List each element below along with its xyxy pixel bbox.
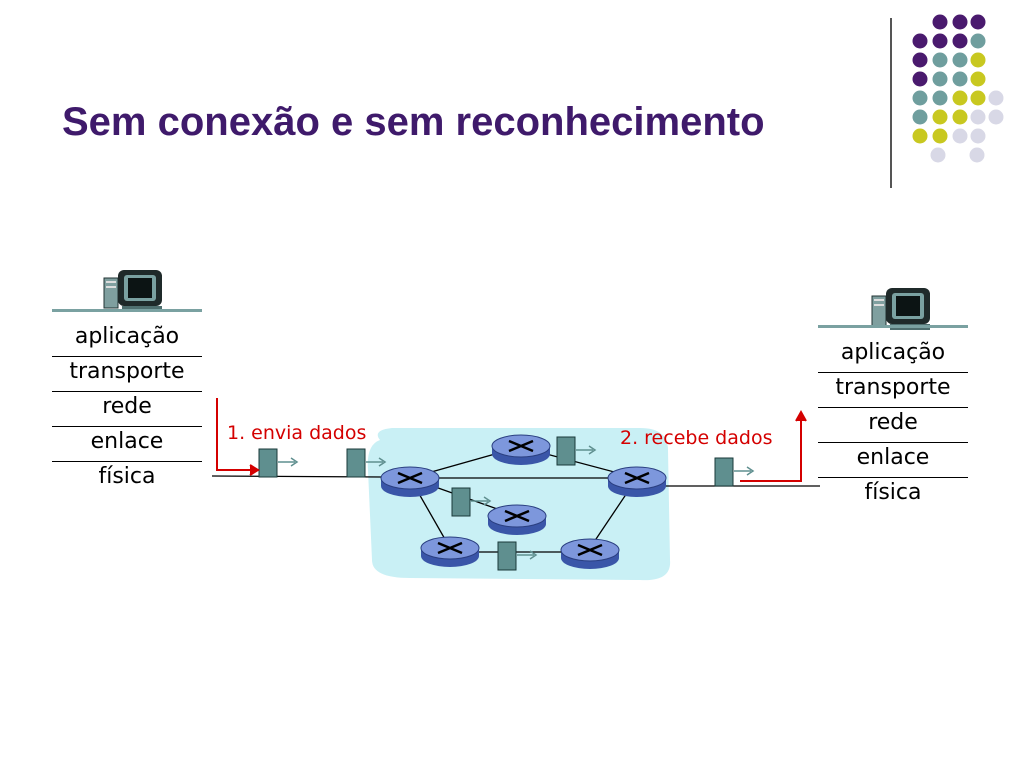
router (607, 466, 667, 497)
layer-physical: física (98, 464, 156, 489)
packet-group (258, 436, 755, 571)
decorative-dot (952, 71, 968, 87)
decorative-dot (912, 33, 928, 49)
layer-physical: física (864, 480, 922, 505)
decorative-dot (952, 52, 968, 68)
host-base-line (52, 309, 202, 312)
packet (451, 487, 492, 517)
decorative-dot (932, 109, 948, 125)
decorative-dot (970, 14, 986, 30)
decorative-dot (932, 52, 948, 68)
decorative-dot (970, 33, 986, 49)
decorative-dot (912, 109, 928, 125)
right-protocol-stack: aplicação transporte rede enlace física (818, 325, 968, 512)
computer-icon (103, 270, 162, 312)
decorative-dot (970, 128, 986, 144)
decorative-dot (970, 71, 986, 87)
layer-link: enlace (818, 443, 968, 478)
decorative-dot (952, 128, 968, 144)
page-title: Sem conexão e sem reconhecimento (62, 100, 765, 144)
send-label: 1. envia dados (227, 422, 367, 444)
decorative-dot (912, 71, 928, 87)
decorative-dot (932, 90, 948, 106)
layer-network: rede (818, 408, 968, 443)
packet (258, 448, 299, 478)
decorative-dot (970, 109, 986, 125)
decorative-dot (912, 128, 928, 144)
decorative-dot (988, 109, 1004, 125)
packet (497, 541, 538, 571)
decorative-dot (930, 147, 946, 163)
computer-icon (871, 288, 930, 330)
router (487, 504, 547, 535)
layer-application: aplicação (818, 338, 968, 373)
router (380, 466, 440, 497)
packet (714, 457, 755, 487)
router (420, 536, 480, 567)
decorative-dot (952, 109, 968, 125)
receive-arrow (740, 409, 807, 482)
layer-network: rede (52, 392, 202, 427)
layer-application: aplicação (52, 322, 202, 357)
router (560, 538, 620, 569)
decorative-dot (912, 90, 928, 106)
decorative-dot (988, 90, 1004, 106)
decorative-dot (932, 33, 948, 49)
decorative-dot (970, 90, 986, 106)
decorative-dot (932, 14, 948, 30)
decorative-dot-grid (912, 14, 1004, 163)
decorative-dot (932, 71, 948, 87)
decorative-dot (952, 14, 968, 30)
layer-link: enlace (52, 427, 202, 462)
host-base-line (818, 325, 968, 328)
packet (346, 448, 387, 478)
layer-transport: transporte (818, 373, 968, 408)
layer-transport: transporte (52, 357, 202, 392)
router (491, 434, 551, 465)
left-protocol-stack: aplicação transporte rede enlace física (52, 309, 202, 496)
decorative-dot (952, 33, 968, 49)
decorative-dot (952, 90, 968, 106)
decorative-dot (970, 52, 986, 68)
decorative-dot (969, 147, 985, 163)
receive-label: 2. recebe dados (620, 427, 773, 449)
decorative-dot (912, 52, 928, 68)
packet (556, 436, 597, 466)
decorative-dot (932, 128, 948, 144)
send-arrow (216, 398, 260, 476)
divider-line (890, 18, 892, 188)
